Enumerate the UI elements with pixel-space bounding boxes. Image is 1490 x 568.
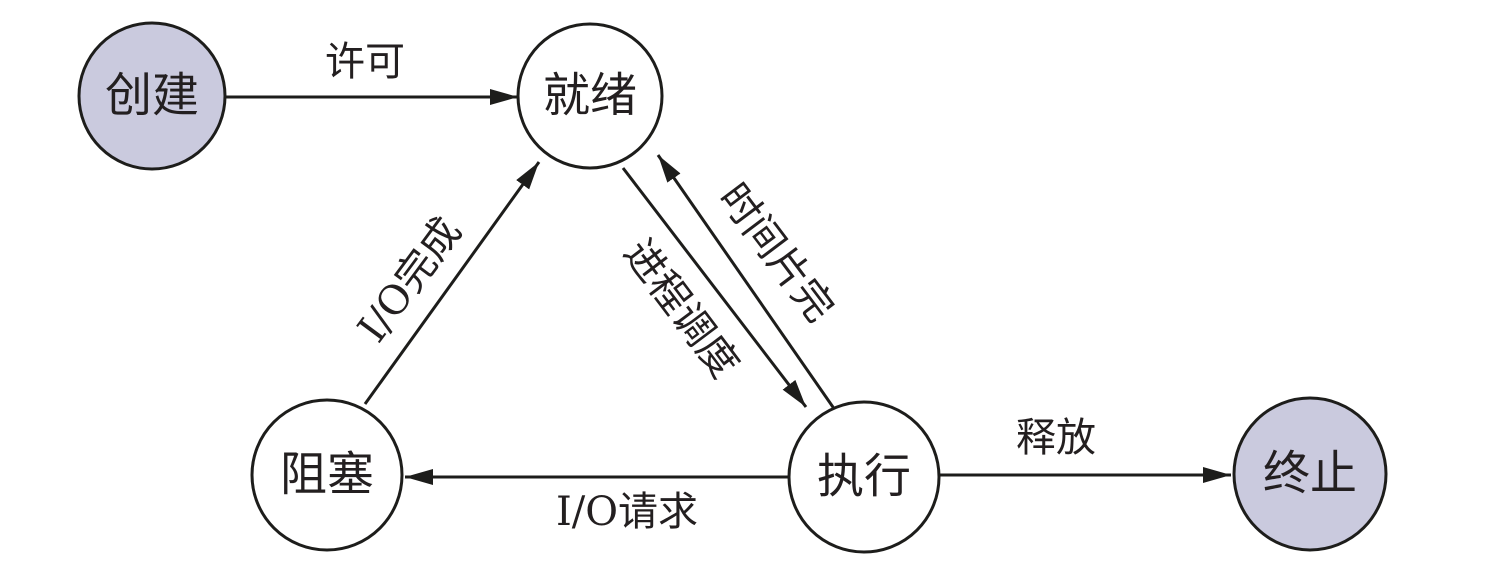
edge-io-request: I/O请求 <box>405 469 788 535</box>
node-ready: 就绪 <box>516 22 664 170</box>
edge-label-release: 释放 <box>1016 415 1096 461</box>
node-label-running: 执行 <box>817 450 911 505</box>
node-circle-running <box>787 400 941 554</box>
edge-line-schedule <box>621 167 808 408</box>
node-label-blocked: 阻塞 <box>280 448 374 503</box>
node-label-terminate: 终止 <box>1263 447 1357 502</box>
node-label-create: 创建 <box>105 69 199 124</box>
edge-io-complete: I/O完成 <box>349 161 541 405</box>
node-running: 执行 <box>787 400 941 554</box>
node-circle-create <box>77 21 227 171</box>
node-terminate: 终止 <box>1232 396 1388 552</box>
edge-line-io-complete <box>363 161 541 405</box>
edge-label-io-request: I/O请求 <box>556 489 698 535</box>
node-label-ready: 就绪 <box>543 69 637 124</box>
node-create: 创建 <box>77 21 227 171</box>
edge-line-time-slice <box>656 154 837 411</box>
edge-admit: 许可 <box>225 39 518 105</box>
node-circle-blocked <box>250 398 404 552</box>
node-circle-ready <box>516 22 664 170</box>
node-blocked: 阻塞 <box>250 398 404 552</box>
edge-release: 释放 <box>940 415 1231 483</box>
node-circle-terminate <box>1232 396 1388 552</box>
edge-label-admit: 许可 <box>325 39 405 85</box>
